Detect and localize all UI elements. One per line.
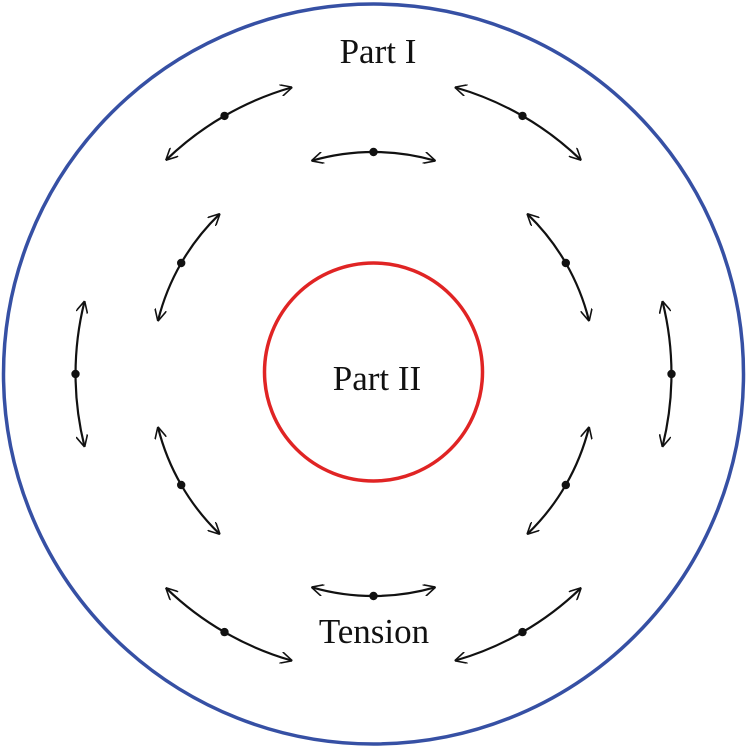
tension-arrow-dot-outer-1 (518, 111, 527, 121)
tension-arrow-inner-3 (528, 428, 589, 534)
tension-arrow-dot-inner-5 (177, 480, 186, 490)
tension-label: Tension (319, 612, 429, 651)
tension-arrow-dot-outer-5 (71, 369, 80, 379)
tension-arrow-dot-inner-4 (369, 591, 378, 601)
tension-arrow-dot-inner-6 (177, 258, 186, 268)
tension-arrow-outer-6 (167, 88, 292, 160)
tension-arrow-dot-inner-3 (561, 480, 570, 490)
tension-arrow-dot-outer-3 (518, 627, 527, 637)
tension-arrow-dot-inner-1 (369, 147, 378, 157)
tension-arrows (71, 88, 676, 661)
tension-arrow-dot-inner-2 (561, 258, 570, 268)
tension-arrow-inner-2 (528, 214, 589, 320)
tension-arrow-outer-3 (456, 588, 581, 660)
tension-arrow-outer-4 (167, 588, 292, 660)
tension-arrow-inner-5 (158, 428, 219, 534)
tension-arrow-outer-1 (456, 88, 581, 160)
tension-arrow-dot-outer-2 (667, 369, 676, 379)
inner-boundary-circle (262, 261, 485, 483)
tension-arrow-inner-6 (158, 214, 219, 320)
part-one-label: Part I (340, 32, 417, 71)
tension-arrow-dot-outer-6 (220, 111, 229, 121)
tension-arrow-dot-outer-4 (220, 627, 229, 637)
part-two-label: Part II (333, 359, 421, 398)
